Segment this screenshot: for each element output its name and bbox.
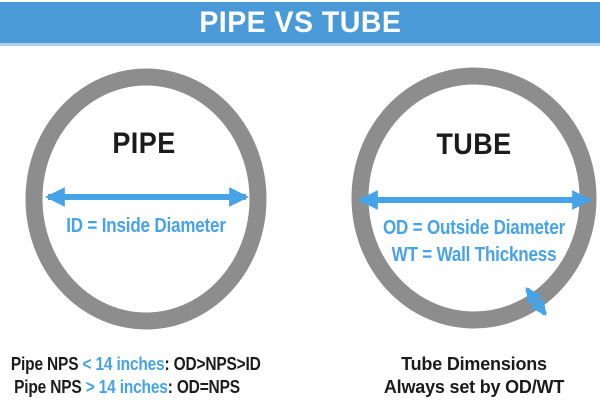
note-highlight: > 14 inches [85,377,168,397]
note-text: : OD=NPS [167,377,240,397]
tube-dimensions-note-line1: Tube Dimensions [401,354,547,374]
pipe-nps-note-line2: Pipe NPS > 14 inches: OD=NPS [11,376,243,399]
tube-wt-dimension-label: WT = Wall Thickness [391,244,557,266]
tube-od-dimension-label: OD = Outside Diameter [382,217,566,239]
pipe-id-dimension-label: ID = Inside Diameter [66,215,226,237]
pipe-label: PIPE [112,127,176,160]
pipe-ring [25,68,267,330]
tube-label: TUBE [436,128,512,161]
header-bar: PIPE VS TUBE [0,2,600,46]
note-text: Pipe NPS [14,377,86,397]
wall-thickness-arrow-icon [524,286,548,317]
note-text: : OD>NPS>ID [164,354,261,374]
note-highlight: < 14 inches [82,354,165,374]
note-text: Pipe NPS [10,354,83,374]
page-title: PIPE VS TUBE [198,5,402,39]
tube-dimensions-note-line2: Always set by OD/WT [383,377,565,397]
pipe-nps-note-line1: Pipe NPS < 14 inches: OD>NPS>ID [10,353,261,376]
